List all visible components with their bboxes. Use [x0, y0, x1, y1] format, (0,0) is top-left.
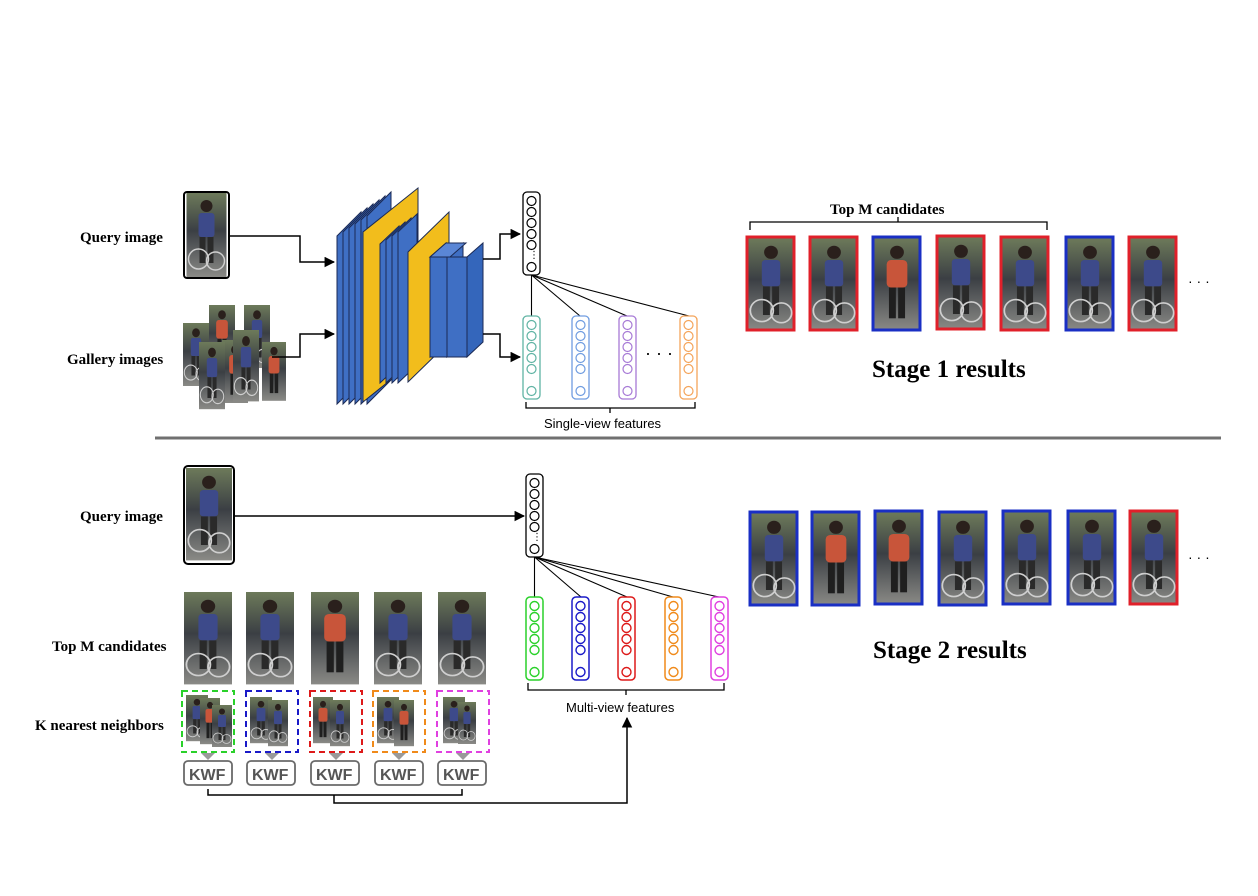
stage2-rank-2 — [810, 510, 861, 607]
stage1-gallery-collage — [182, 304, 286, 410]
svg-text:⋮: ⋮ — [532, 532, 542, 543]
cnn-backbone — [336, 186, 484, 406]
single-view-feature-teal — [522, 315, 541, 400]
multi-view-feature-green — [525, 596, 544, 681]
knn-label: K nearest neighbors — [35, 718, 164, 734]
stage1-query-thumbnail — [183, 191, 230, 279]
multi-view-brace — [527, 683, 725, 695]
kwf-label-2: KWF — [252, 767, 289, 784]
candidate-4 — [373, 591, 423, 686]
stage1-rank-1 — [745, 235, 796, 332]
stage2-ranking-ellipsis: · · · — [1188, 549, 1210, 565]
stage2-ranking-strip — [748, 509, 1179, 607]
single-view-feature-orange — [679, 315, 698, 400]
svg-text:⋮: ⋮ — [529, 250, 539, 261]
stage1-rank-4 — [935, 234, 986, 331]
knn-to-kwf-arrows — [201, 753, 470, 760]
kwf-label-5: KWF — [443, 767, 480, 784]
candidate-5 — [437, 591, 487, 686]
stage2-results-label: Stage 2 results — [873, 637, 1027, 664]
single-view-feature-blue — [571, 315, 590, 400]
cnn-to-query-feature-arrow — [483, 228, 522, 260]
multi-view-feature-orange — [664, 596, 683, 681]
stage2-rank-7 — [1128, 509, 1179, 606]
kwf-label-1: KWF — [189, 767, 226, 784]
stage2-rank-4 — [937, 510, 988, 607]
stage1-ranking-strip — [745, 234, 1178, 332]
stage2-rank-6 — [1066, 509, 1117, 606]
single-view-feature-purple — [618, 315, 637, 400]
stage1-top-m-brace — [749, 217, 1048, 230]
stage1-ranking-ellipsis: · · · — [1188, 273, 1210, 289]
stage1-query-feature-vector: ⋮ — [522, 191, 541, 276]
stage2-query-thumbnail — [183, 465, 235, 565]
query-to-cnn-arrow — [229, 235, 336, 268]
kwf-label-3: KWF — [316, 767, 353, 784]
stage1-rank-7 — [1127, 235, 1178, 332]
gallery-to-cnn-arrow — [272, 328, 336, 358]
single-view-label: Single-view features — [544, 416, 662, 431]
multi-view-feature-blue — [571, 596, 590, 681]
kwf-output-brace — [207, 718, 627, 804]
stage2-query-feature-vector: ⋮ — [525, 473, 544, 558]
stage2-top-m-label: Top M candidates — [52, 639, 167, 655]
multi-view-feature-red — [617, 596, 636, 681]
cnn-to-gallery-features-arrow — [483, 333, 522, 363]
knn-group-red — [309, 690, 363, 753]
stage1-rank-2 — [808, 235, 859, 332]
stage2-rank-5 — [1001, 509, 1052, 606]
multi-view-feature-magenta — [710, 596, 729, 681]
stage1-rank-3 — [871, 235, 922, 332]
knn-group-green — [181, 690, 235, 753]
candidate-2 — [245, 591, 295, 686]
conv-block-3 — [428, 241, 484, 359]
stage1-gallery-label: Gallery images — [67, 352, 163, 368]
stage2-rank-3 — [873, 509, 924, 606]
knn-groups — [181, 690, 490, 753]
single-view-connector-lines — [530, 274, 690, 317]
kwf-boxes: KWF KWF KWF KWF KWF — [183, 760, 487, 786]
multi-view-label: Multi-view features — [566, 700, 675, 715]
stage1-top-m-label: Top M candidates — [830, 202, 945, 218]
stage2-rank-1 — [748, 510, 799, 607]
candidate-3 — [311, 592, 359, 685]
kwf-label-4: KWF — [380, 767, 417, 784]
multi-view-connector-lines — [533, 556, 720, 598]
single-view-brace — [525, 402, 696, 413]
candidate-1 — [183, 591, 233, 686]
stage2-query-label: Query image — [80, 509, 163, 525]
stage2-top-m-candidates — [183, 591, 487, 686]
stage1-results-label: Stage 1 results — [872, 356, 1026, 383]
single-view-ellipsis: · · · — [645, 343, 673, 363]
knn-group-blue — [245, 690, 299, 753]
stage1-query-label: Query image — [80, 230, 163, 246]
stage1-rank-5 — [999, 235, 1050, 332]
knn-group-magenta — [436, 690, 490, 753]
knn-group-orange — [372, 690, 426, 753]
stage1-rank-6 — [1064, 235, 1115, 332]
